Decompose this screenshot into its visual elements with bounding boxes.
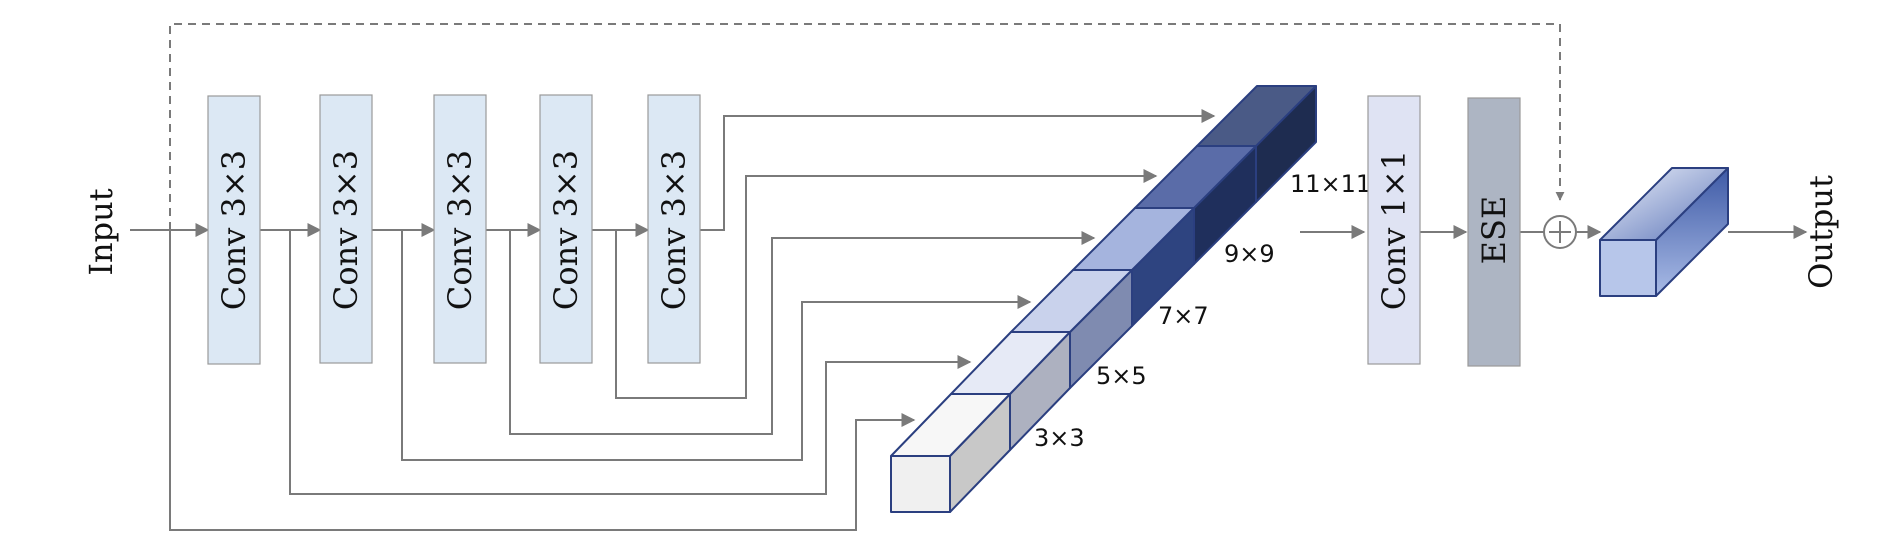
branch-conv2-to-7x7 xyxy=(401,230,1032,461)
rf-label-5x5: 5×5 xyxy=(1096,362,1147,390)
conv1x1-block: Conv 1×1 xyxy=(1367,95,1421,365)
conv-block-label: Conv 3×3 xyxy=(547,150,585,310)
rf-label-7x7: 7×7 xyxy=(1158,302,1209,330)
output-label: Output xyxy=(1802,175,1840,289)
connections xyxy=(130,23,1808,531)
ese-label: ESE xyxy=(1475,196,1513,265)
branch-input-to-3x3 xyxy=(169,230,916,531)
conv-block-4: Conv 3×3 xyxy=(539,94,593,364)
conv-block-2: Conv 3×3 xyxy=(319,94,373,364)
conv-block-label: Conv 3×3 xyxy=(327,150,365,310)
skip-connection-dashed xyxy=(169,23,1565,230)
rf-label-9x9: 9×9 xyxy=(1224,240,1275,268)
rf-label-3x3: 3×3 xyxy=(1034,424,1085,452)
ese-block: ESE xyxy=(1467,97,1521,367)
conv-block-label: Conv 3×3 xyxy=(215,150,253,310)
cube-segment-3x3 xyxy=(890,393,1011,513)
circle-plus-icon xyxy=(1543,215,1577,249)
cube-segment-top xyxy=(1196,85,1317,203)
branch-conv3-to-9x9 xyxy=(509,230,1096,435)
conv1x1-label: Conv 1×1 xyxy=(1375,150,1413,310)
input-label: Input xyxy=(82,188,120,275)
conv3x3-stack: Conv 3×3 Conv 3×3 Conv 3×3 Conv 3×3 Conv… xyxy=(207,94,701,365)
rf-label-11x11: 11×11 xyxy=(1290,170,1371,198)
conv-block-1: Conv 3×3 xyxy=(207,95,261,365)
branch-conv4-to-11x11 xyxy=(615,169,1158,399)
receptive-field-labels: 3×3 5×5 7×7 9×9 11×11 xyxy=(1034,170,1371,452)
output-feature-cube xyxy=(1599,167,1729,297)
conv-block-5: Conv 3×3 xyxy=(647,94,701,364)
conv-block-label: Conv 3×3 xyxy=(441,150,479,310)
receptive-field-stack xyxy=(890,85,1317,513)
branch-conv1-to-5x5 xyxy=(289,230,972,495)
conv-block-3: Conv 3×3 xyxy=(433,94,487,364)
conv-block-label: Conv 3×3 xyxy=(655,150,693,310)
branch-conv5-to-top xyxy=(700,109,1216,231)
